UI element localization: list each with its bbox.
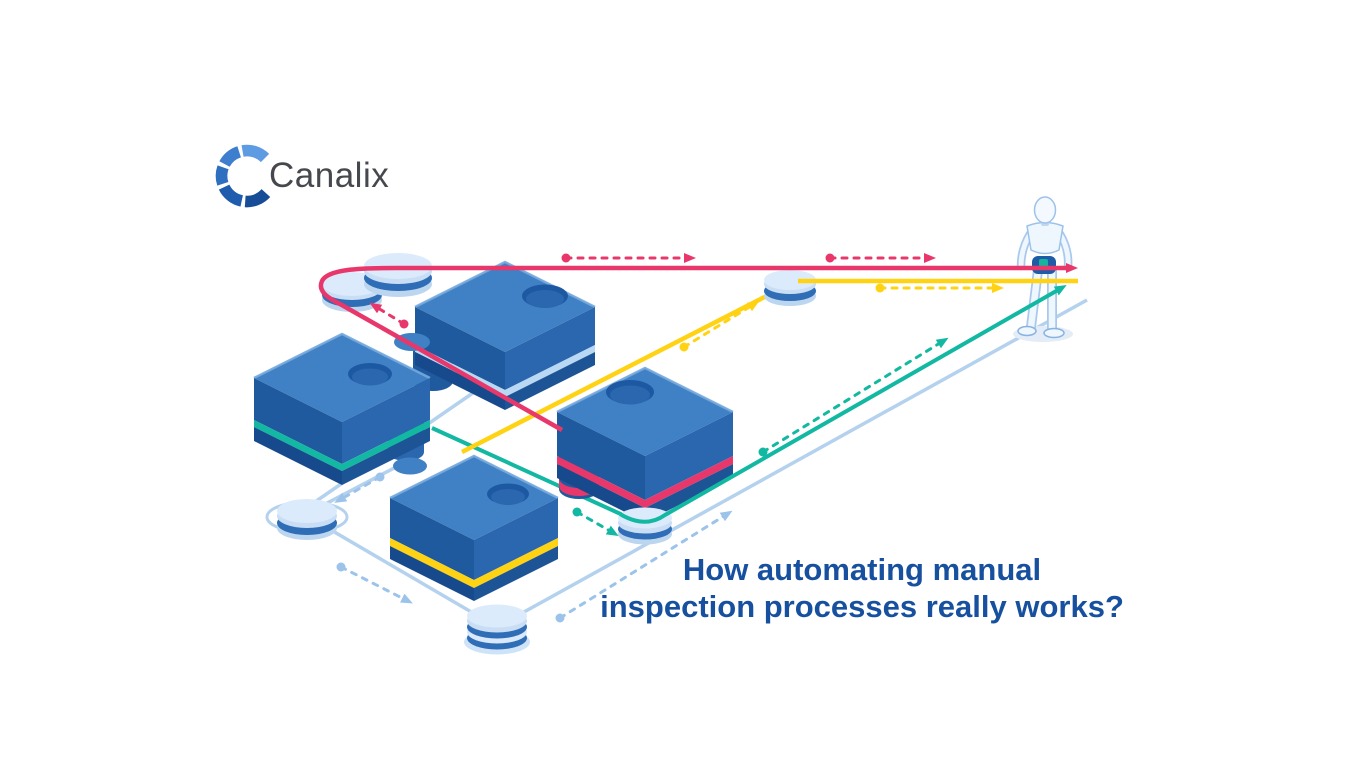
bottom-piece-stripe-right	[474, 538, 558, 588]
robot-head	[1033, 196, 1057, 224]
left-piece-base-left	[254, 427, 342, 485]
canalix-logo: Canalix	[212, 141, 389, 211]
logo-segment-bottom	[244, 188, 271, 208]
headline: How automating manual inspection process…	[588, 551, 1136, 625]
right-piece-stripe-left	[557, 456, 645, 508]
logo-wordmark: Canalix	[269, 156, 390, 195]
right-piece-base-left	[557, 464, 645, 522]
left-piece-hole-lip	[352, 368, 388, 386]
node-disc-top-right	[764, 270, 816, 306]
teal-line-back-segment	[431, 426, 637, 523]
disc-layer	[764, 270, 816, 290]
top-puzzle-piece	[413, 260, 596, 410]
node-disc-bottom-left	[277, 499, 337, 540]
top-piece-base-right	[505, 352, 595, 410]
node-disc-middle-right	[618, 507, 672, 545]
bottom-piece-hole-lip	[491, 489, 525, 505]
teal-dashed-arrow-1	[758, 337, 949, 457]
left-piece-base-right	[342, 427, 430, 485]
robot-torso	[1026, 221, 1064, 255]
left-piece-right-face	[342, 378, 430, 464]
bottom-piece-base-right	[474, 546, 558, 601]
bottom-piece-bevel	[389, 454, 559, 500]
node-disc-top-left-b	[364, 253, 432, 297]
right-piece-stripe-right	[645, 456, 733, 508]
headline-line-2: inspection processes really works?	[600, 589, 1124, 624]
pink-flow-line	[318, 263, 1078, 432]
top-piece-hole-lip	[526, 290, 564, 308]
right-piece-hole-lip	[610, 385, 650, 405]
bottom-piece-knob	[393, 457, 427, 475]
disc-layer	[277, 499, 337, 523]
lightblue-dashed-arrow-3	[555, 510, 733, 623]
left-piece-left-face	[254, 378, 342, 464]
logo-segment-lower-left	[218, 184, 244, 207]
right-puzzle-piece	[556, 366, 734, 522]
robot-foot-right	[1043, 327, 1065, 339]
bottom-puzzle-piece	[389, 454, 559, 601]
bottom-piece-stripe-left	[390, 538, 474, 588]
top-piece-base-left	[415, 352, 505, 410]
pink-dashed-arrow-3	[369, 302, 409, 329]
bottom-piece-left-face	[390, 498, 474, 580]
right-piece-right-face	[645, 412, 733, 500]
left-piece-stripe-right	[342, 420, 430, 471]
logo-segment-upper-left	[219, 146, 242, 168]
bottom-piece-base-left	[390, 546, 474, 601]
segmented-c-logo-icon	[215, 144, 271, 208]
bottom-piece-right-face	[474, 498, 558, 580]
lightblue-dashed-arrow-2	[336, 562, 413, 604]
headline-line-1: How automating manual	[682, 552, 1042, 587]
teal-dashed-arrow-2	[572, 507, 619, 536]
right-piece-base-right	[645, 464, 733, 522]
yellow-dashed-arrow-2	[679, 300, 760, 352]
robot-foot-left	[1017, 325, 1037, 337]
logo-segment-top	[241, 144, 270, 163]
left-puzzle-piece	[253, 332, 431, 485]
top-piece-stripe-right	[505, 345, 595, 397]
right-piece-left-face	[557, 412, 645, 500]
left-piece-stripe-left	[254, 420, 342, 471]
node-disc-bottom-center	[464, 604, 530, 655]
top-piece-left-face	[415, 307, 505, 390]
left-piece-bevel	[253, 332, 431, 380]
dashed-direction-arrows	[334, 253, 1004, 623]
logo-segment-left	[215, 165, 229, 186]
right-piece-bevel	[556, 366, 734, 414]
disc-layer	[467, 604, 527, 628]
lightblue-dashed-arrow-1	[334, 472, 385, 503]
top-piece-right-face	[505, 307, 595, 390]
